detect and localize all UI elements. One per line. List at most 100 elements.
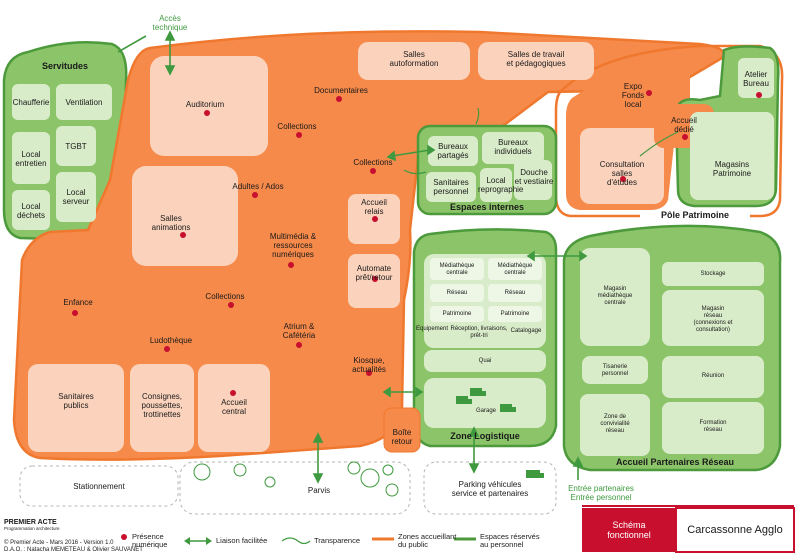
label-sanitaires-publics: Sanitaires publics bbox=[58, 392, 94, 410]
presence-dot bbox=[204, 110, 210, 116]
brand-premier-acte: PREMIER ACTE bbox=[4, 519, 57, 526]
logistique-item: Patrimoine bbox=[442, 311, 472, 317]
partenaires-item: Réunion bbox=[701, 373, 725, 379]
room-magasin-reseau bbox=[662, 290, 764, 346]
room-salles-autoformation bbox=[358, 42, 470, 80]
logi-cell-5 bbox=[430, 306, 484, 322]
label-adultes-ados: Adultes / Ados bbox=[232, 182, 284, 191]
label-atrium: Atrium & Cafétéria bbox=[282, 322, 316, 340]
logistique-title: Zone Logistique bbox=[450, 431, 520, 441]
label-stationnement: Stationnement bbox=[73, 482, 125, 491]
presence-dot bbox=[620, 176, 626, 182]
partenaires-item: Magasin médiathèque centrale bbox=[597, 286, 633, 306]
logi-cell-6 bbox=[488, 306, 542, 322]
transparence-2 bbox=[475, 107, 480, 125]
pole-patrimoine-outline bbox=[554, 44, 784, 218]
presence-dot bbox=[228, 302, 234, 308]
presence-dot bbox=[372, 276, 378, 282]
label-salles-travail: Salles de travail et pédagogiques bbox=[506, 50, 566, 68]
presence-dot bbox=[180, 232, 186, 238]
partenaires-item: Magasin réseau (connexions et consultati… bbox=[693, 306, 733, 333]
room-boite-retour bbox=[383, 407, 421, 453]
presence-dot bbox=[646, 90, 652, 96]
presence-dot bbox=[288, 262, 294, 268]
logistique-item: Médiathèque centrale bbox=[497, 263, 533, 276]
label-entree-partenaires: Entrée partenaires Entrée personnel bbox=[568, 484, 634, 502]
room-tgbt bbox=[56, 126, 96, 166]
label-parking: Parking véhicules service et partenaires bbox=[451, 480, 529, 498]
label-parvis: Parvis bbox=[307, 486, 331, 495]
internes-item: Bureaux partagés bbox=[437, 142, 469, 160]
transparence-1 bbox=[639, 131, 679, 157]
credits-line2: D.A.O. : Natacha MEMETEAU & Olivier SAUV… bbox=[4, 547, 143, 553]
partenaires-title: Accueil Partenaires Réseau bbox=[615, 457, 735, 467]
patrimoine-title: Pôle Patrimoine bbox=[640, 211, 750, 220]
room-local-entretien bbox=[12, 132, 50, 184]
legend-liaison: Liaison facilitée bbox=[216, 536, 268, 545]
presence-dot bbox=[72, 310, 78, 316]
legend-transparence: Transparence bbox=[314, 536, 360, 545]
room-bureaux-individuels bbox=[482, 132, 544, 164]
room-chaufferie bbox=[12, 84, 50, 120]
presence-dot bbox=[372, 216, 378, 222]
parvis-trees bbox=[193, 461, 399, 497]
room-accueil-central bbox=[198, 364, 270, 452]
logi-cell-4 bbox=[488, 284, 542, 302]
presence-dot bbox=[252, 192, 258, 198]
internes-item: Local reprographie bbox=[478, 176, 524, 194]
credits-line1: © Premier Acte - Mars 2016 - Version 1.0 bbox=[4, 540, 114, 546]
logi-cell-2 bbox=[488, 258, 542, 280]
servitudes-item: Local entretien bbox=[15, 150, 47, 168]
title-block-left bbox=[582, 508, 676, 552]
room-salles-animations bbox=[132, 166, 238, 266]
partenaires-item: Stockage bbox=[700, 271, 726, 277]
logi-cell-1 bbox=[430, 258, 484, 280]
patrimoine-item: Atelier Bureau bbox=[743, 70, 769, 88]
label-accueil-relais: Accueil relais bbox=[361, 198, 387, 216]
logi-cell-3 bbox=[430, 284, 484, 302]
room-auditorium bbox=[150, 56, 268, 156]
label-collections-low: Collections bbox=[205, 292, 245, 301]
internes-item: Bureaux individuels bbox=[494, 138, 532, 156]
servitudes-item: Local serveur bbox=[62, 188, 90, 206]
servitudes-item: Ventilation bbox=[65, 98, 103, 107]
legend-zones-public: Zones accueillant du public bbox=[398, 532, 457, 549]
liaison-servitudes bbox=[117, 35, 147, 53]
label-salles-autoformation: Salles autoformation bbox=[389, 50, 439, 68]
room-tisanerie bbox=[582, 356, 648, 384]
ext-parking bbox=[423, 461, 557, 515]
servitudes-title: Servitudes bbox=[41, 61, 89, 71]
room-consultation bbox=[580, 128, 664, 204]
room-convivialite bbox=[580, 394, 650, 456]
trucks bbox=[456, 388, 544, 478]
room-garage bbox=[424, 378, 546, 428]
legend-espaces-personnel: Espaces réservés au personnel bbox=[480, 532, 540, 549]
servitudes-item: Local déchets bbox=[16, 202, 46, 220]
label-consignes: Consignes, poussettes, trottinettes bbox=[141, 392, 183, 419]
room-local-serveur bbox=[56, 172, 96, 222]
transparence-3 bbox=[403, 169, 427, 175]
presence-dot bbox=[336, 96, 342, 102]
logistique-item: Réception, livraisons, prêt-tri bbox=[450, 326, 508, 339]
presence-dot bbox=[296, 342, 302, 348]
room-ventilation bbox=[56, 84, 112, 120]
label-documentaires: Documentaires bbox=[314, 86, 368, 95]
patrimoine-item: Consultation salles d'études bbox=[599, 160, 645, 187]
logistique-item: Garage bbox=[475, 408, 496, 414]
internes-item: Douche et vestiaire bbox=[514, 168, 554, 186]
label-multimedia: Multimédia & ressources numériques bbox=[269, 232, 317, 259]
presence-dot bbox=[682, 134, 688, 140]
label-kiosque: Kiosque, actualités bbox=[352, 356, 386, 374]
brand-subtitle: Programmation architecture bbox=[4, 526, 60, 531]
internes-title: Espaces internes bbox=[449, 202, 525, 212]
presence-dot bbox=[164, 346, 170, 352]
ext-parvis bbox=[179, 461, 411, 515]
servitudes-item: TGBT bbox=[65, 142, 87, 151]
room-atelier bbox=[738, 58, 774, 98]
patrimoine-item: Expo Fonds local bbox=[621, 82, 645, 109]
label-acces-technique: Accès technique bbox=[152, 14, 188, 32]
ext-stationnement bbox=[19, 465, 179, 507]
label-salles-animations: Salles animations bbox=[151, 214, 191, 232]
title-block-right bbox=[675, 507, 795, 553]
patrimoine-item: Magasins Patrimoine bbox=[712, 160, 752, 178]
